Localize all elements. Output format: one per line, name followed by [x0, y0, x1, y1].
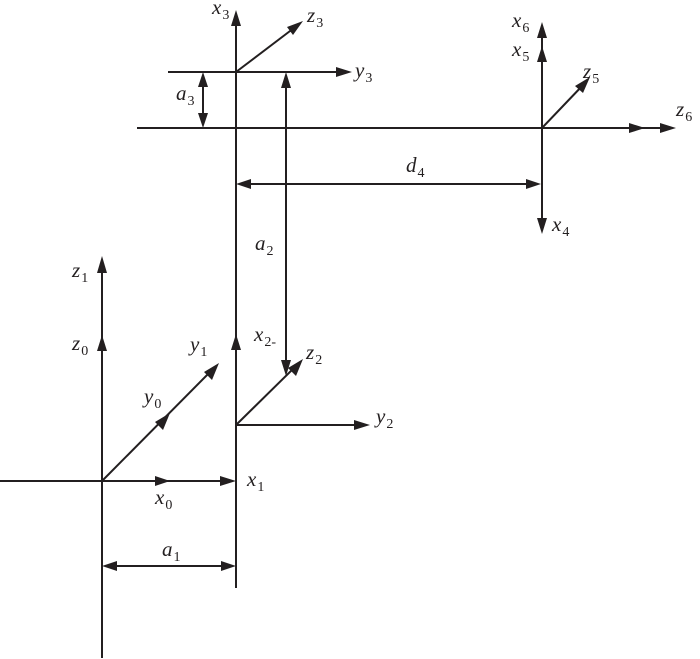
base-diagonal-axis-line [101, 368, 214, 482]
label-x3: x3 [211, 0, 229, 23]
label-x6: x6 [511, 8, 529, 36]
y1-axis-arrowhead [204, 363, 219, 380]
x4-axis-arrowhead [537, 218, 547, 234]
d4-right-arrowhead [526, 179, 541, 189]
z2-axis-arrowhead [288, 359, 303, 376]
label-z5: z5 [582, 59, 599, 87]
label-y0: y0 [142, 384, 161, 412]
label-z1: z1 [71, 258, 88, 286]
label-z0: z0 [71, 331, 88, 359]
d4-left-arrowhead [236, 179, 251, 189]
x0-axis-arrowhead [220, 476, 236, 486]
axis-labels: z1 z0 y1 y0 x0 x1 a1 x2- z2 y2 a2 x3 z3 … [71, 0, 692, 565]
z6-axis-arrowhead [660, 123, 676, 133]
z3-axis-line [235, 27, 295, 73]
y0-axis-arrowhead [155, 413, 170, 430]
frame-4-6 [137, 22, 676, 234]
label-x0: x0 [154, 485, 172, 513]
label-a1: a1 [162, 537, 181, 565]
a1-right-arrowhead [221, 561, 236, 571]
x2-axis-arrowhead [231, 334, 241, 350]
a2-top-arrowhead [281, 72, 291, 88]
label-x4: x4 [551, 212, 569, 240]
z2-axis-line [235, 365, 297, 426]
x6-axis-arrowhead [537, 22, 547, 38]
label-x5: x5 [511, 37, 529, 65]
z5-axis-line [541, 83, 585, 129]
label-a3: a3 [176, 81, 195, 109]
x0-mid-arrowhead [155, 476, 170, 486]
y2-axis-arrowhead [354, 420, 370, 430]
frame-0-1 [0, 256, 236, 658]
label-y3: y3 [353, 58, 372, 86]
x5-axis-arrowhead [537, 46, 547, 62]
label-x1: x1 [246, 467, 264, 495]
x3-axis-arrowhead [231, 10, 241, 26]
a3-top-arrowhead [198, 72, 208, 87]
label-a2: a2 [255, 231, 274, 259]
frame-2-3-link [168, 10, 370, 588]
z1-axis-arrowhead [97, 256, 107, 273]
label-d4: d4 [406, 153, 425, 181]
y3-axis-arrowhead [336, 67, 352, 77]
a3-bottom-arrowhead [198, 113, 208, 128]
label-y2: y2 [374, 404, 393, 432]
a2-bottom-arrowhead [281, 360, 291, 376]
z5-axis-arrowhead [575, 77, 590, 93]
label-z3: z3 [306, 3, 323, 31]
label-z6: z6 [675, 97, 692, 125]
z0-axis-arrowhead [97, 335, 107, 351]
label-x2: x2- [253, 322, 276, 350]
label-z2: z2 [305, 340, 322, 368]
z3-axis-arrowhead [287, 21, 303, 35]
a1-left-arrowhead [102, 561, 117, 571]
z6-mid-arrowhead [629, 123, 645, 133]
label-y1: y1 [188, 332, 207, 360]
